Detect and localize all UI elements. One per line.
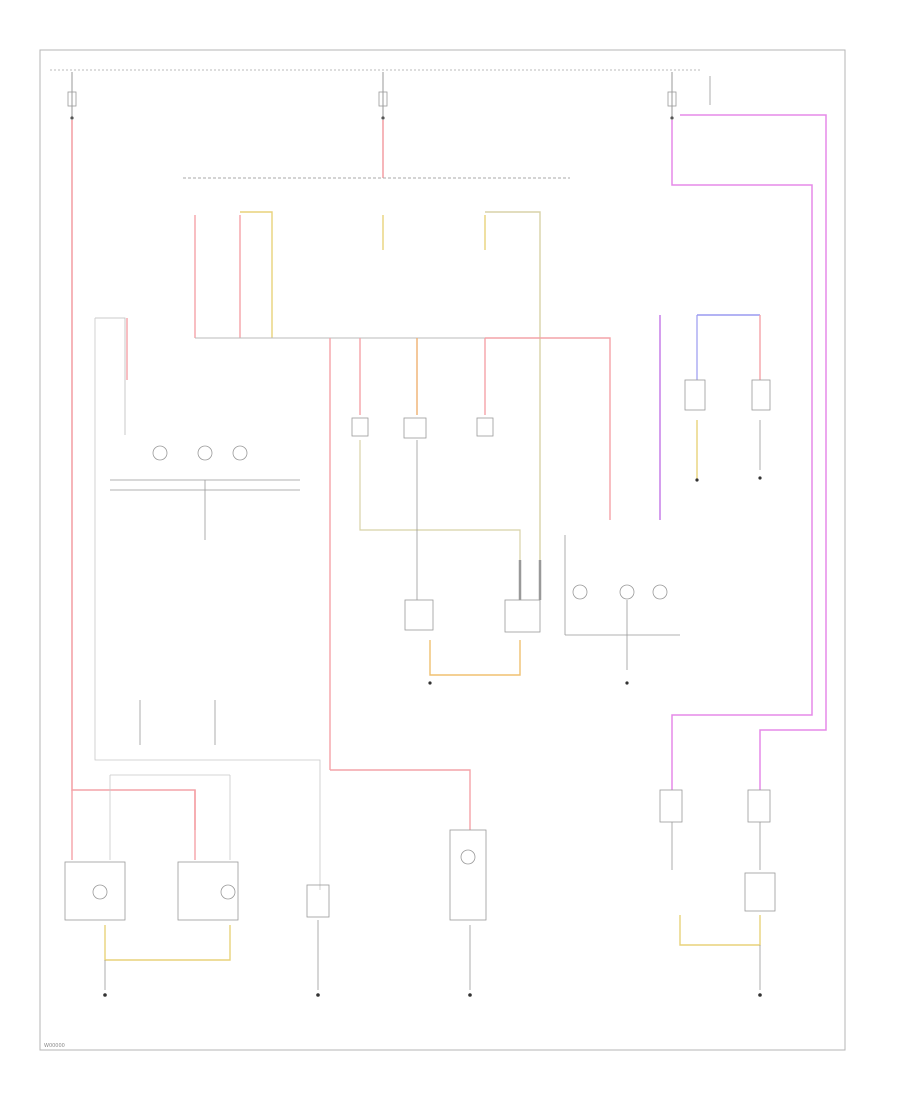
upper-branch-wires bbox=[194, 211, 541, 560]
diagram-frame bbox=[39, 49, 846, 1051]
fuse-right bbox=[667, 72, 711, 120]
middle-lamp-group bbox=[329, 338, 542, 830]
left-lamp-group bbox=[95, 317, 300, 540]
wire-left-red bbox=[71, 120, 196, 830]
wire-middle-red bbox=[485, 337, 611, 520]
lower-right-switches bbox=[659, 789, 776, 997]
fuse-left bbox=[67, 72, 77, 120]
right-lamp-group bbox=[564, 314, 771, 685]
footer-code: W00000 bbox=[44, 1043, 65, 1049]
fuse-center bbox=[378, 72, 388, 120]
wire-right-violet-1 bbox=[671, 120, 813, 790]
lower-left-module bbox=[64, 318, 487, 997]
wire-right-violet-2 bbox=[680, 114, 827, 790]
